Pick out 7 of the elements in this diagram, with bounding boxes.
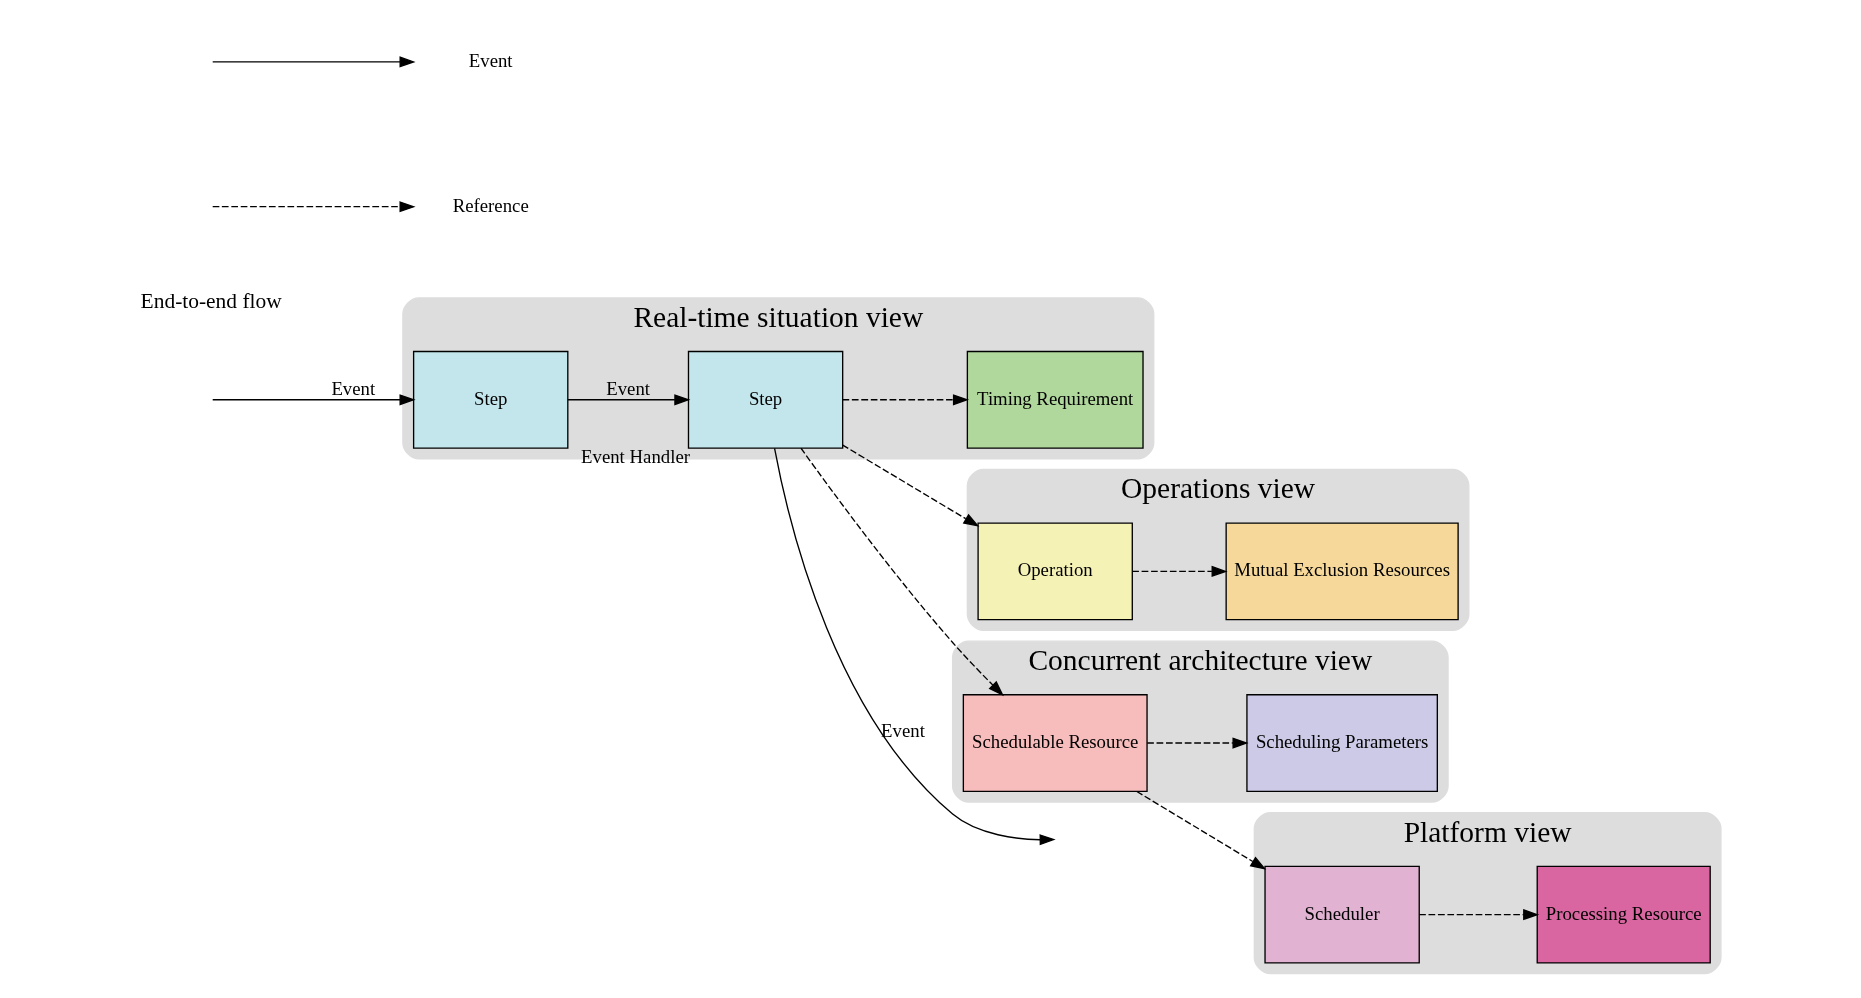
node-label: Event Handler bbox=[581, 446, 690, 468]
edge-label: Event bbox=[606, 377, 651, 399]
label: End-to-end flow bbox=[140, 289, 282, 314]
legend-label: Reference bbox=[452, 194, 529, 216]
edge-label: Event bbox=[881, 719, 925, 741]
legend-label: Event bbox=[468, 49, 513, 71]
edge-label: Event bbox=[331, 377, 376, 399]
